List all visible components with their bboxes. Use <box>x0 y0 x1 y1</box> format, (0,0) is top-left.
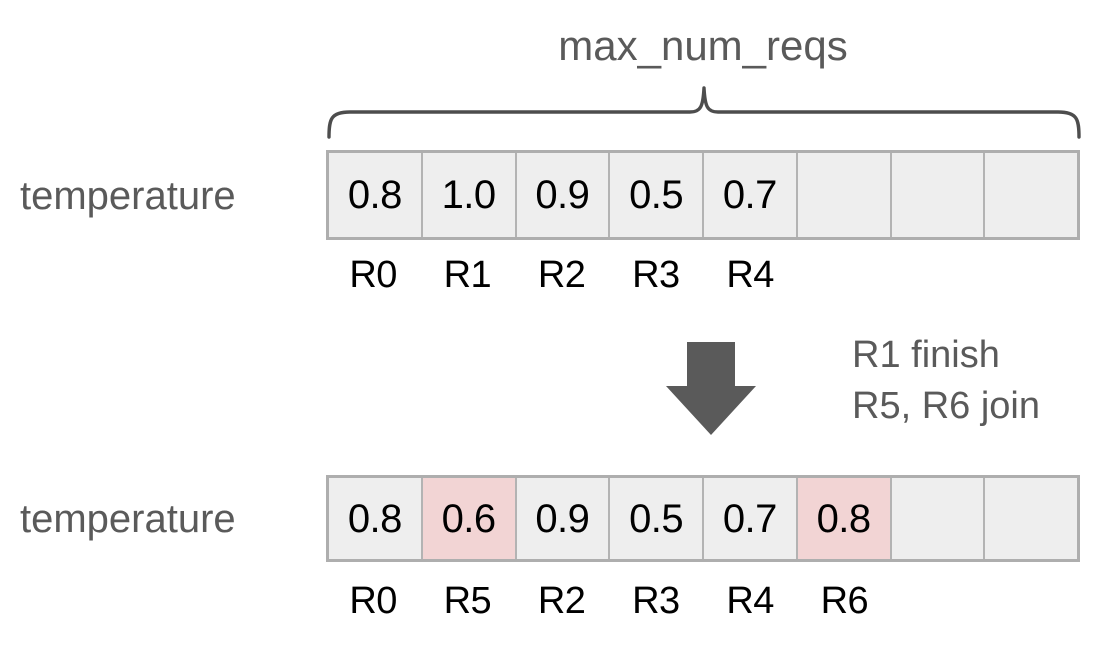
request-index-label: R2 <box>537 254 586 296</box>
array-cell[interactable]: 0.9 <box>516 478 611 559</box>
array-cell[interactable]: 0.7 <box>704 478 798 559</box>
array-cell-highlighted[interactable]: 0.6 <box>422 478 517 559</box>
row-label-temperature-after: temperature <box>20 497 236 541</box>
request-index-label-empty <box>892 578 986 624</box>
request-index-label: R3 <box>632 580 680 622</box>
request-index-row-after: R0 R5 R2 R3 R4 R6 <box>326 578 1080 624</box>
array-cell[interactable]: 0.7 <box>704 153 798 237</box>
array-cell[interactable]: 0.5 <box>610 153 704 237</box>
request-index-label-empty <box>986 252 1080 298</box>
curly-brace-icon <box>327 86 1081 139</box>
row-label-temperature-before: temperature <box>20 174 236 218</box>
request-index-label-empty <box>797 252 891 298</box>
request-index-label: R4 <box>726 580 774 622</box>
request-index-label: R1 <box>443 254 492 296</box>
array-cell-highlighted[interactable]: 0.8 <box>797 478 892 559</box>
array-cell-empty[interactable] <box>985 153 1077 237</box>
request-index-label: R0 <box>349 580 397 622</box>
temperature-array-before: 0.8 1.0 0.9 0.5 0.7 <box>326 150 1080 240</box>
request-index-label: R6 <box>820 580 869 622</box>
brace-label: max_num_reqs <box>558 22 848 69</box>
array-cell[interactable]: 0.5 <box>610 478 704 559</box>
transition-note-line: R1 finish <box>852 334 1000 376</box>
array-cell-empty[interactable] <box>985 478 1077 559</box>
request-index-row-before: R0 R1 R2 R3 R4 <box>326 252 1080 298</box>
array-cell-empty[interactable] <box>891 153 986 237</box>
down-arrow-icon <box>666 342 756 435</box>
temperature-array-after: 0.8 0.6 0.9 0.5 0.7 0.8 <box>326 475 1080 562</box>
array-cell[interactable]: 0.8 <box>329 153 423 237</box>
request-index-label: R4 <box>726 254 774 296</box>
request-index-label: R2 <box>537 580 586 622</box>
transition-notes: R1 finish R5, R6 join <box>852 330 1102 432</box>
array-cell-empty[interactable] <box>891 478 986 559</box>
array-cell-empty[interactable] <box>797 153 892 237</box>
request-index-label: R0 <box>349 254 397 296</box>
request-index-label-empty <box>892 252 986 298</box>
array-cell[interactable]: 0.9 <box>516 153 611 237</box>
request-index-label: R5 <box>443 580 492 622</box>
transition-note-line: R5, R6 join <box>852 385 1040 427</box>
array-cell[interactable]: 0.8 <box>329 478 423 559</box>
request-index-label: R3 <box>632 254 680 296</box>
array-cell[interactable]: 1.0 <box>422 153 517 237</box>
request-index-label-empty <box>986 578 1080 624</box>
